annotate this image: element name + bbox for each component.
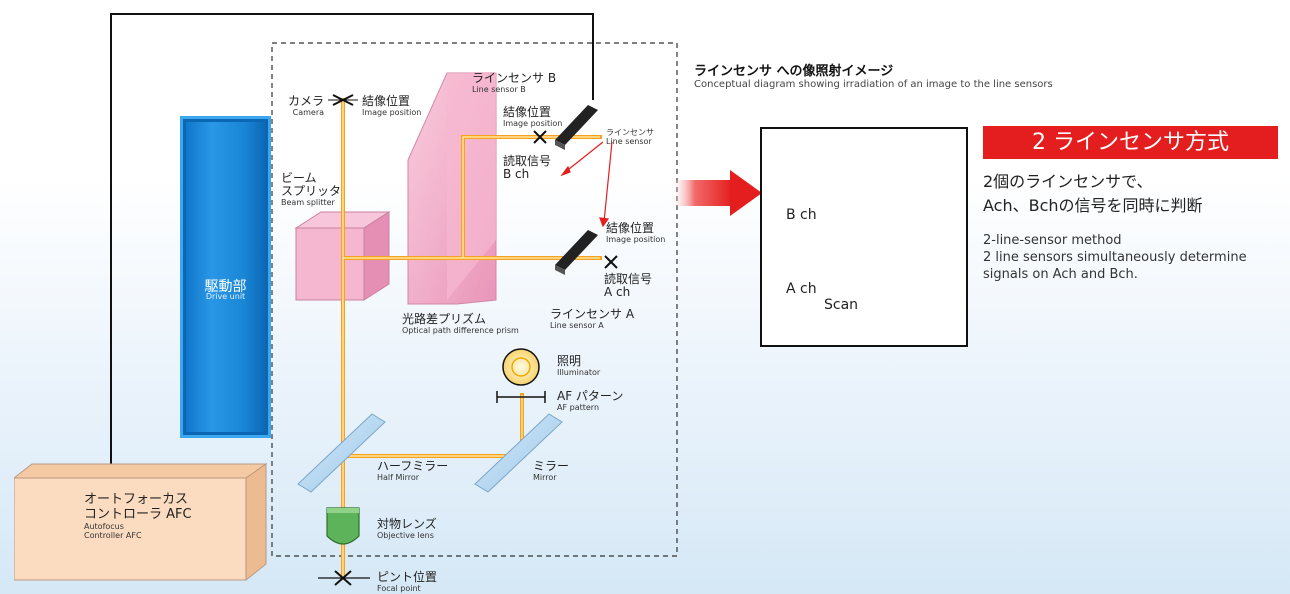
image-position-a-label: 結像位置 Image position (606, 221, 666, 245)
focal-point-mark (318, 570, 370, 586)
illuminator-lamp (502, 348, 540, 386)
afc-box-shape (14, 463, 268, 582)
illuminator-label: 照明 Illuminator (557, 354, 601, 378)
focal-point-label: ピント位置 Focal point (377, 570, 438, 594)
image-position-a-mark (604, 255, 618, 269)
afc-label: オートフォーカス コントローラ AFC Autofocus Controller… (84, 492, 192, 540)
line-sensor-a-label: ラインセンサ A Line sensor A (550, 307, 635, 331)
scan-concept-box: B ch A ch Scan (760, 127, 968, 347)
camera-label: カメラ Camera (288, 94, 325, 118)
method-en-text: 2-line-sensor method 2 line sensors simu… (983, 233, 1247, 282)
mirror (474, 413, 563, 493)
mirror-label: ミラー Mirror (533, 459, 570, 483)
half-mirror (297, 413, 386, 493)
af-pattern-bar (496, 391, 546, 403)
beam-splitter-label: ビーム スプリッタ Beam splitter (281, 171, 342, 208)
line-sensor-small-label: ラインセンサ Line sensor (606, 128, 654, 146)
method-badge: 2 ラインセンサ方式 (983, 126, 1278, 159)
objective-lens (326, 507, 360, 545)
camera-image-position-mark (328, 94, 358, 106)
line-sensor-a (555, 230, 598, 275)
optical-enclosure (271, 42, 678, 557)
image-position-b-label: 結像位置 Image position (503, 105, 563, 129)
line-sensor-b-label: ラインセンサ B Line sensor B (472, 71, 557, 95)
prism-label: 光路差プリズム Optical path difference prism (402, 312, 519, 336)
image-position-b-mark (533, 130, 547, 144)
af-pattern-label: AF パターン AF pattern (557, 389, 624, 413)
frame-wire (110, 13, 594, 464)
scan-label: Scan (824, 297, 859, 313)
concept-red-arrow (670, 170, 762, 216)
scan-b-ch-label: B ch (786, 207, 817, 223)
half-mirror-label: ハーフミラー Half Mirror (377, 459, 449, 483)
readout-b-label: 読取信号 B ch (503, 154, 552, 181)
objective-lens-label: 対物レンズ Objective lens (377, 517, 437, 541)
concept-title: ラインセンサ への像照射イメージ Conceptual diagram show… (694, 64, 1053, 90)
scan-a-ch-label: A ch (786, 281, 817, 297)
camera-image-position-label: 結像位置 Image position (362, 94, 422, 118)
drive-unit: 駆動部 Drive unit (180, 116, 271, 438)
optical-path-prism (407, 72, 497, 305)
method-jp-text: 2個のラインセンサで、 Ach、Bchの信号を同時に判断 (983, 172, 1203, 215)
readout-a-label: 読取信号 A ch (604, 272, 653, 299)
line-sensor-b (555, 105, 598, 150)
sensor-red-arrows (560, 141, 613, 228)
